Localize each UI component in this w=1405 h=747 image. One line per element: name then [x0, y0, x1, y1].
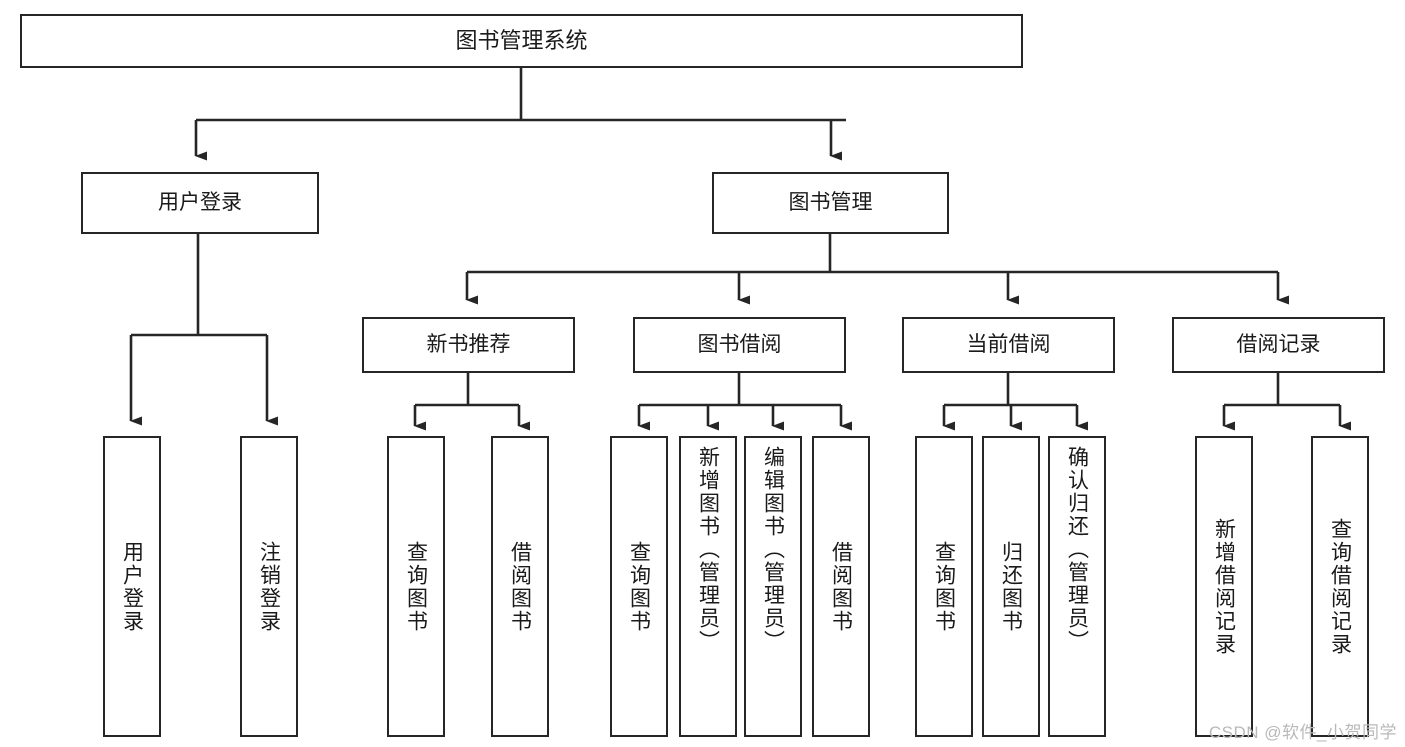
- node-book-borrow[interactable]: 图书借阅: [633, 317, 846, 373]
- leaf-user-login-label: 用户登录: [120, 540, 144, 633]
- leaf-logout[interactable]: 注销登录: [240, 436, 298, 737]
- leaf-logout-label: 注销登录: [257, 540, 281, 633]
- leaf-query-book-new-label: 查询图书: [404, 540, 428, 633]
- leaf-query-book-borrow[interactable]: 查询图书: [610, 436, 668, 737]
- leaf-add-borrow-record-label: 新增借阅记录: [1212, 517, 1236, 656]
- leaf-return-book-label: 归还图书: [999, 540, 1023, 633]
- node-root[interactable]: 图书管理系统: [20, 14, 1023, 68]
- leaf-edit-book-admin[interactable]: 编辑图书（管理员）: [744, 436, 802, 737]
- leaf-query-book-new[interactable]: 查询图书: [387, 436, 445, 737]
- leaf-borrow-book-new-label: 借阅图书: [508, 540, 532, 633]
- leaf-query-borrow-record[interactable]: 查询借阅记录: [1311, 436, 1369, 737]
- node-book-management-label: 图书管理: [788, 190, 873, 214]
- node-book-borrow-label: 图书借阅: [697, 332, 782, 356]
- node-new-book-recommend[interactable]: 新书推荐: [362, 317, 575, 373]
- leaf-add-borrow-record[interactable]: 新增借阅记录: [1195, 436, 1253, 737]
- node-current-borrow[interactable]: 当前借阅: [902, 317, 1115, 373]
- leaf-borrow-book[interactable]: 借阅图书: [812, 436, 870, 737]
- leaf-borrow-book-label: 借阅图书: [829, 540, 853, 633]
- node-user-login[interactable]: 用户登录: [81, 172, 319, 234]
- leaf-confirm-return-admin-label: 确认归还（管理员）: [1065, 446, 1089, 653]
- watermark-text: CSDN @软件_小贺同学: [1208, 723, 1397, 742]
- node-book-management[interactable]: 图书管理: [712, 172, 949, 234]
- leaf-borrow-book-new[interactable]: 借阅图书: [491, 436, 549, 737]
- node-new-book-recommend-label: 新书推荐: [426, 332, 511, 356]
- leaf-add-book-admin[interactable]: 新增图书（管理员）: [679, 436, 737, 737]
- node-borrow-records-label: 借阅记录: [1236, 332, 1321, 356]
- leaf-return-book[interactable]: 归还图书: [982, 436, 1040, 737]
- node-current-borrow-label: 当前借阅: [966, 332, 1051, 356]
- node-borrow-records[interactable]: 借阅记录: [1172, 317, 1385, 373]
- leaf-edit-book-admin-label: 编辑图书（管理员）: [761, 446, 785, 653]
- leaf-query-book-borrow-label: 查询图书: [627, 540, 651, 633]
- leaf-confirm-return-admin[interactable]: 确认归还（管理员）: [1048, 436, 1106, 737]
- node-root-label: 图书管理系统: [455, 28, 588, 54]
- node-user-login-label: 用户登录: [158, 190, 242, 214]
- leaf-query-book-current[interactable]: 查询图书: [915, 436, 973, 737]
- leaf-query-borrow-record-label: 查询借阅记录: [1328, 517, 1352, 656]
- leaf-add-book-admin-label: 新增图书（管理员）: [696, 446, 720, 653]
- leaf-query-book-current-label: 查询图书: [932, 540, 956, 633]
- leaf-user-login[interactable]: 用户登录: [103, 436, 161, 737]
